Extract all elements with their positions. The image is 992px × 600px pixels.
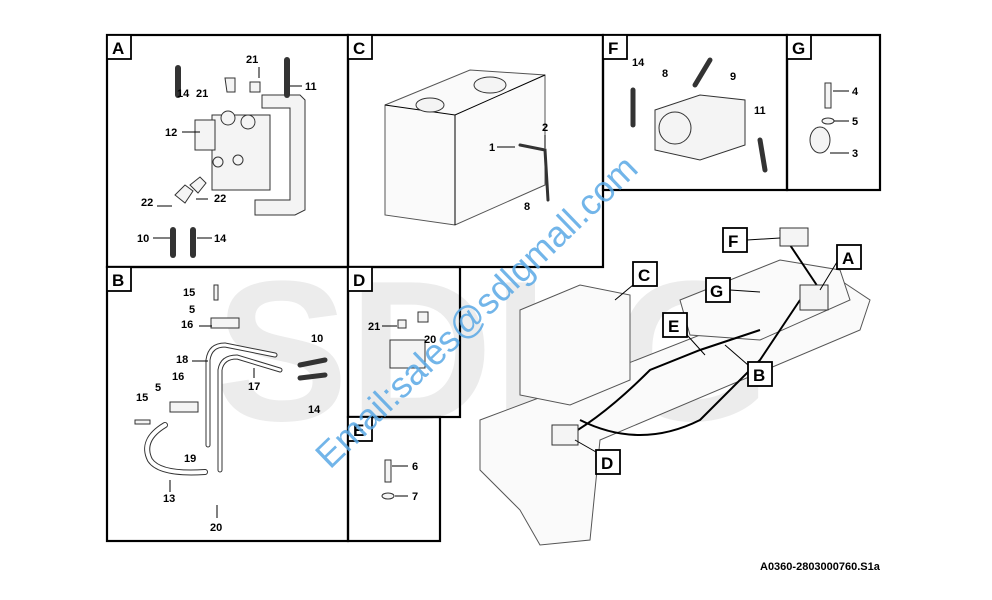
pump <box>389 339 426 369</box>
tank-assembly <box>519 284 631 406</box>
callout-b: B <box>724 344 773 387</box>
callout-g: G <box>705 277 761 303</box>
callout-f: F <box>722 227 781 253</box>
part-label: 4 <box>852 86 859 98</box>
part-label: 12 <box>165 127 177 139</box>
callout-label: B <box>753 366 765 385</box>
part-label: 7 <box>412 491 418 503</box>
part-label: 5 <box>189 304 195 316</box>
part-label: 1 <box>489 142 495 154</box>
solenoid <box>194 119 216 151</box>
part-label: 3 <box>852 148 858 160</box>
washer <box>821 117 835 125</box>
part-label: 16 <box>181 319 193 331</box>
valve-block <box>211 114 271 191</box>
part-label: 15 <box>136 392 148 404</box>
bolt <box>213 284 219 301</box>
callout-label: G <box>710 282 723 301</box>
panel-b-tag: B <box>112 271 124 290</box>
part-label: 18 <box>176 354 188 366</box>
panel-e: E 6 7 <box>346 415 442 543</box>
clamp <box>809 126 831 154</box>
part-label: 14 <box>177 88 190 100</box>
panel-f: F 14 8 9 11 <box>601 33 789 192</box>
part-label: 20 <box>424 334 436 346</box>
part-label: 22 <box>214 193 226 205</box>
callout-a: A <box>819 244 862 291</box>
part-label: 16 <box>172 371 184 383</box>
panel-c: C 1 2 8 <box>346 33 605 269</box>
part-label: 13 <box>163 493 175 505</box>
callout-c: C <box>614 261 658 301</box>
part-label: 14 <box>308 404 321 416</box>
clamp-top <box>210 317 240 329</box>
part-label: 22 <box>141 197 153 209</box>
part-label: 8 <box>524 201 530 213</box>
callout-label: F <box>728 232 738 251</box>
panel-g-tag: G <box>792 39 805 58</box>
part-label: 15 <box>183 287 195 299</box>
callout-label: C <box>638 266 650 285</box>
part-label: 20 <box>210 522 222 534</box>
panel-b: B 15 5 16 18 16 5 15 17 10 14 19 13 20 <box>105 265 350 543</box>
bolt <box>384 459 392 483</box>
callout-d: D <box>574 439 621 475</box>
part-label: 14 <box>214 233 227 245</box>
part-label: 9 <box>730 71 736 83</box>
part-label: 10 <box>311 333 323 345</box>
panel-a-tag: A <box>112 39 124 58</box>
part-label: 21 <box>196 88 208 100</box>
callout-label: E <box>668 317 679 336</box>
clamp-lower <box>169 401 199 413</box>
part-label: 11 <box>305 81 317 93</box>
part-label: 11 <box>754 105 766 117</box>
callout-label: A <box>842 249 854 268</box>
panel-g: G 4 5 3 <box>785 33 882 192</box>
panel-f-tag: F <box>608 39 618 58</box>
part-label: 5 <box>852 116 858 128</box>
panel-a: A 14 21 21 11 12 22 22 10 14 <box>105 33 350 269</box>
panel-e-tag: E <box>353 421 364 440</box>
callout-label: D <box>601 454 613 473</box>
part-label: 8 <box>662 68 668 80</box>
bolt <box>824 82 832 109</box>
panel-c-tag: C <box>353 39 365 58</box>
part-label: 6 <box>412 461 418 473</box>
part-label: 2 <box>542 122 548 134</box>
mounting-bracket <box>254 94 306 216</box>
callout-e: E <box>662 312 706 356</box>
part-label: 17 <box>248 381 260 393</box>
part-label: 21 <box>246 54 258 66</box>
hydraulic-tank <box>384 69 546 226</box>
part-label: 5 <box>155 382 161 394</box>
part-label: 10 <box>137 233 149 245</box>
panel-d-tag: D <box>353 271 365 290</box>
washer <box>381 492 395 500</box>
part-label: 19 <box>184 453 196 465</box>
part-label: 14 <box>632 57 645 69</box>
part-label: 21 <box>368 321 380 333</box>
drawing-number: A0360-2803000760.S1a <box>760 561 881 573</box>
machine-frame-assembly <box>479 227 871 546</box>
